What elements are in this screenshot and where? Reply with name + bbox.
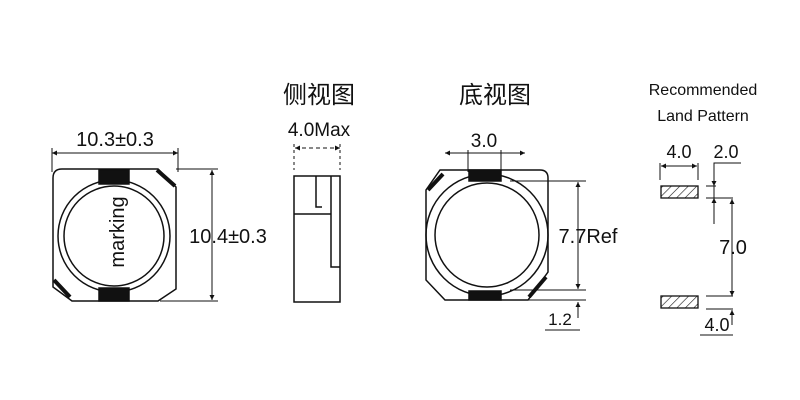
bottom-view <box>425 150 586 331</box>
land-pattern-title-1: Recommended <box>649 82 758 99</box>
land-pattern-title-2: Land Pattern <box>657 108 749 125</box>
side-thickness-dim: 4.0Max <box>288 120 351 141</box>
land-pad-height-dim: 2.0 <box>713 142 738 162</box>
bottom-pad-width-dim: 3.0 <box>471 131 497 152</box>
top-width-dim: 10.3±0.3 <box>76 129 154 151</box>
land-pattern <box>659 162 741 336</box>
bottom-pad-spacing-dim: 7.7Ref <box>559 226 618 248</box>
marking-label: marking <box>107 196 129 267</box>
land-pad-width-dim: 4.0 <box>666 142 691 162</box>
bottom-pad-length-dim: 1.2 <box>548 310 572 329</box>
top-height-dim: 10.4±0.3 <box>189 226 267 248</box>
side-view-title: 侧视图 <box>283 81 355 109</box>
land-pad-gap-dim: 7.0 <box>719 237 747 259</box>
land-bottom-dim: 4.0 <box>704 315 729 335</box>
bottom-view-title: 底视图 <box>459 81 531 109</box>
side-view <box>293 144 341 303</box>
top-view <box>51 148 218 302</box>
